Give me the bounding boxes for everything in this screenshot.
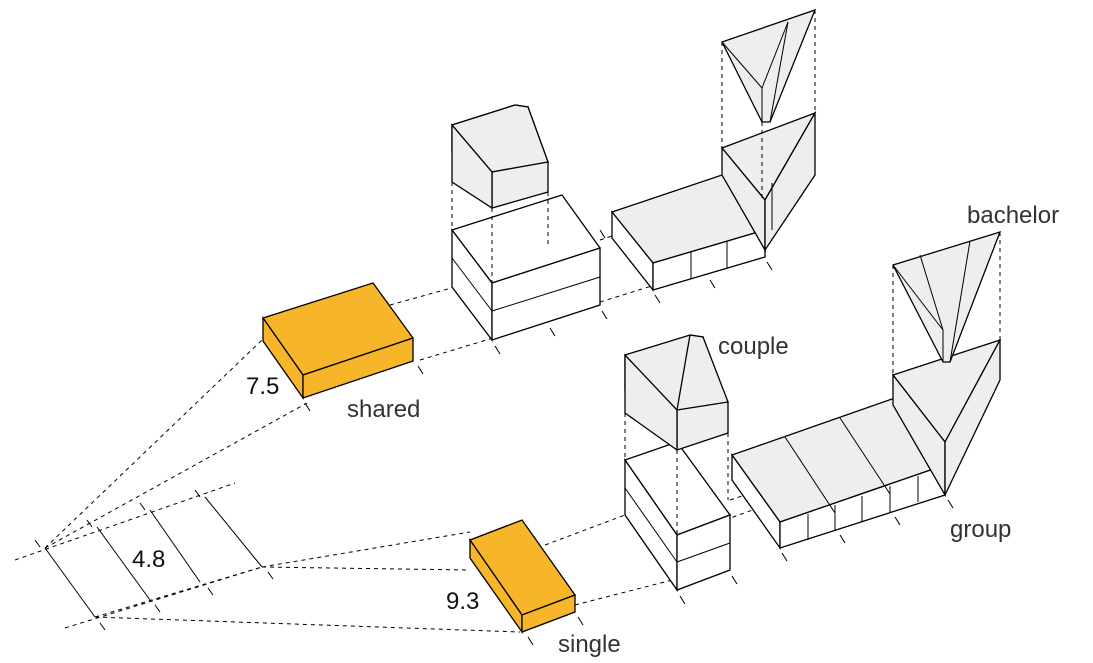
label-couple: couple [718,333,789,360]
perspective-guides [14,235,781,633]
base-plan [34,489,274,631]
couple-stack [623,334,738,605]
dimension-single-width: 9.3 [446,588,480,615]
group-long-block [730,230,1002,562]
shared-stack [450,104,608,355]
label-single: single [558,631,621,658]
dimension-base-width: 4.8 [132,546,166,573]
single-unit-box [468,519,584,646]
shared-unit-box [261,282,424,412]
dimension-shared-width: 7.5 [246,373,280,400]
shared-long-block [599,8,817,304]
label-shared: shared [347,396,421,423]
label-bachelor: bachelor [967,202,1060,229]
label-group: group [950,516,1012,543]
